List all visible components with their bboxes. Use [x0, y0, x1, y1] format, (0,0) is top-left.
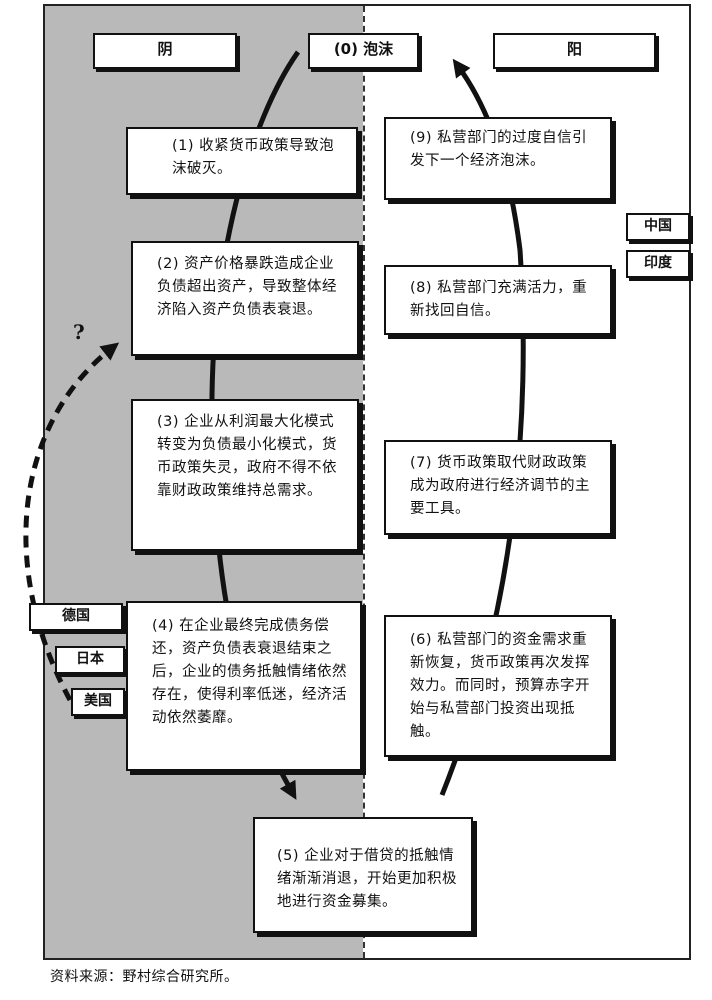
step-9-box: (9) 私营部门的过度自信引发下一个经济泡沫。 [384, 117, 612, 200]
step-2-box: (2) 资产价格暴跌造成企业负债超出资产，导致整体经济陷入资产负债表衰退。 [131, 241, 359, 356]
yin-yang-divider [363, 6, 365, 958]
step-8-text: (8) 私营部门充满活力，重新找回自信。 [410, 280, 588, 319]
step-4-box: (4) 在企业最终完成债务偿还，资产负债表衰退结束之后，企业的债务抵触情绪依然存… [126, 601, 362, 771]
step-2-text: (2) 资产价格暴跌造成企业负债超出资产，导致整体经济陷入资产负债表衰退。 [157, 256, 337, 318]
step-8-box: (8) 私营部门充满活力，重新找回自信。 [384, 265, 612, 335]
country-tag-usa: 美国 [71, 688, 125, 716]
step-4-text: (4) 在企业最终完成债务偿还，资产负债表衰退结束之后，企业的债务抵触情绪依然存… [152, 618, 347, 726]
step-1-box: (1) 收紧货币政策导致泡沫破灭。 [126, 127, 358, 195]
step-6-box: (6) 私营部门的资金需求重新恢复，货币政策再次发挥效力。而同时，预算赤字开始与… [384, 615, 612, 757]
yin-header: 阴 [93, 33, 237, 69]
country-tag-india: 印度 [626, 250, 690, 278]
step-7-box: (7) 货币政策取代财政政策成为政府进行经济调节的主要工具。 [384, 440, 612, 535]
question-mark: ? [73, 320, 85, 344]
country-tag-japan: 日本 [55, 646, 125, 674]
step-5-box: (5) 企业对于借贷的抵触情绪渐渐消退，开始更加积极地进行资金募集。 [253, 817, 473, 933]
step-3-box: (3) 企业从利润最大化模式转变为负债最小化模式，货币政策失灵，政府不得不依靠财… [131, 399, 359, 551]
yang-header: 阳 [493, 33, 656, 69]
step-1-text: (1) 收紧货币政策导致泡沫破灭。 [172, 138, 335, 177]
country-tag-germany: 德国 [29, 603, 123, 631]
step-6-text: (6) 私营部门的资金需求重新恢复，货币政策再次发挥效力。而同时，预算赤字开始与… [410, 632, 590, 740]
bubble-header: (0) 泡沫 [308, 33, 419, 69]
step-7-text: (7) 货币政策取代财政政策成为政府进行经济调节的主要工具。 [410, 455, 590, 517]
step-5-text: (5) 企业对于借贷的抵触情绪渐渐消退，开始更加积极地进行资金募集。 [277, 848, 457, 910]
step-3-text: (3) 企业从利润最大化模式转变为负债最小化模式，货币政策失灵，政府不得不依靠财… [157, 414, 337, 499]
source-note: 资料来源：野村综合研究所。 [50, 969, 239, 985]
country-tag-china: 中国 [626, 213, 690, 241]
step-9-text: (9) 私营部门的过度自信引发下一个经济泡沫。 [410, 130, 588, 169]
relapse-dashed-arrow [23, 342, 120, 702]
